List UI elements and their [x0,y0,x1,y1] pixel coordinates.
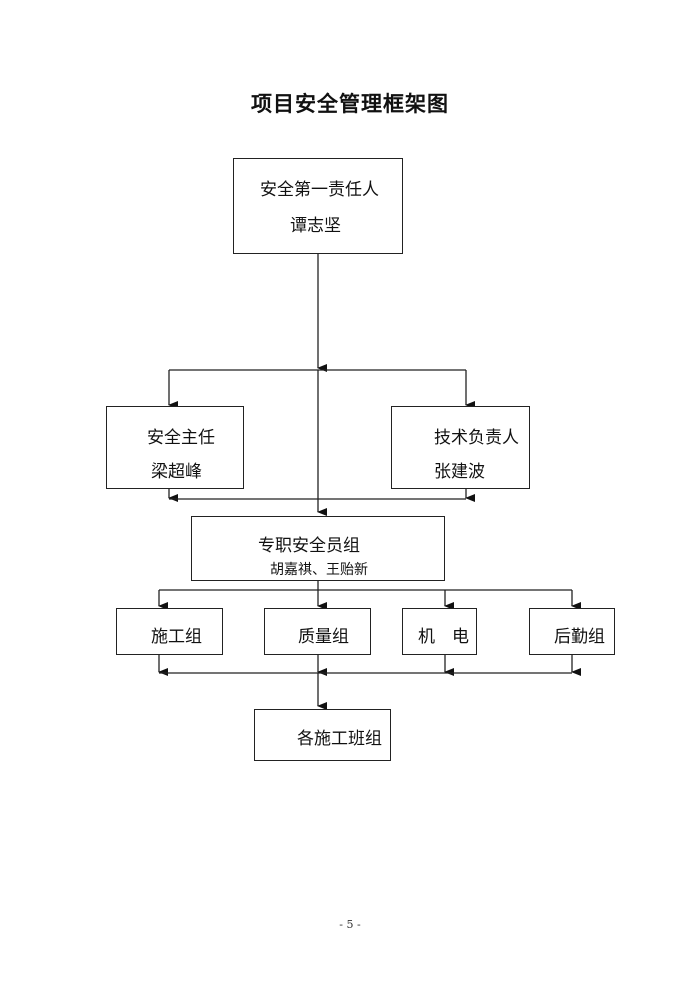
node-safety-director-role: 安全主任 [147,428,215,448]
group-label: 后勤组 [554,627,605,647]
node-top-name: 谭志坚 [290,216,341,236]
node-group-electromechanical: 机 电 [402,608,477,655]
node-safety-team: 专职安全员组 胡嘉祺、王贻新 [191,516,445,581]
node-safety-director: 安全主任 梁超峰 [106,406,244,489]
node-tech-lead-name: 张建波 [434,462,485,482]
group-label: 机 电 [418,627,469,647]
group-label: 施工组 [151,627,202,647]
node-safety-team-members: 胡嘉祺、王贻新 [270,562,368,578]
diagram-title: 项目安全管理框架图 [251,92,449,116]
node-top: 安全第一责任人 谭志坚 [233,158,403,254]
node-group-logistics: 后勤组 [529,608,615,655]
node-bottom: 各施工班组 [254,709,391,761]
node-tech-lead: 技术负责人 张建波 [391,406,530,489]
group-label: 质量组 [298,627,349,647]
node-group-quality: 质量组 [264,608,371,655]
node-top-role: 安全第一责任人 [260,180,379,200]
page-number: - 5 - [339,918,361,931]
node-safety-team-role: 专职安全员组 [258,536,360,556]
node-safety-director-name: 梁超峰 [151,462,202,482]
node-bottom-label: 各施工班组 [297,729,382,749]
node-tech-lead-role: 技术负责人 [434,428,519,448]
node-group-construction: 施工组 [116,608,223,655]
